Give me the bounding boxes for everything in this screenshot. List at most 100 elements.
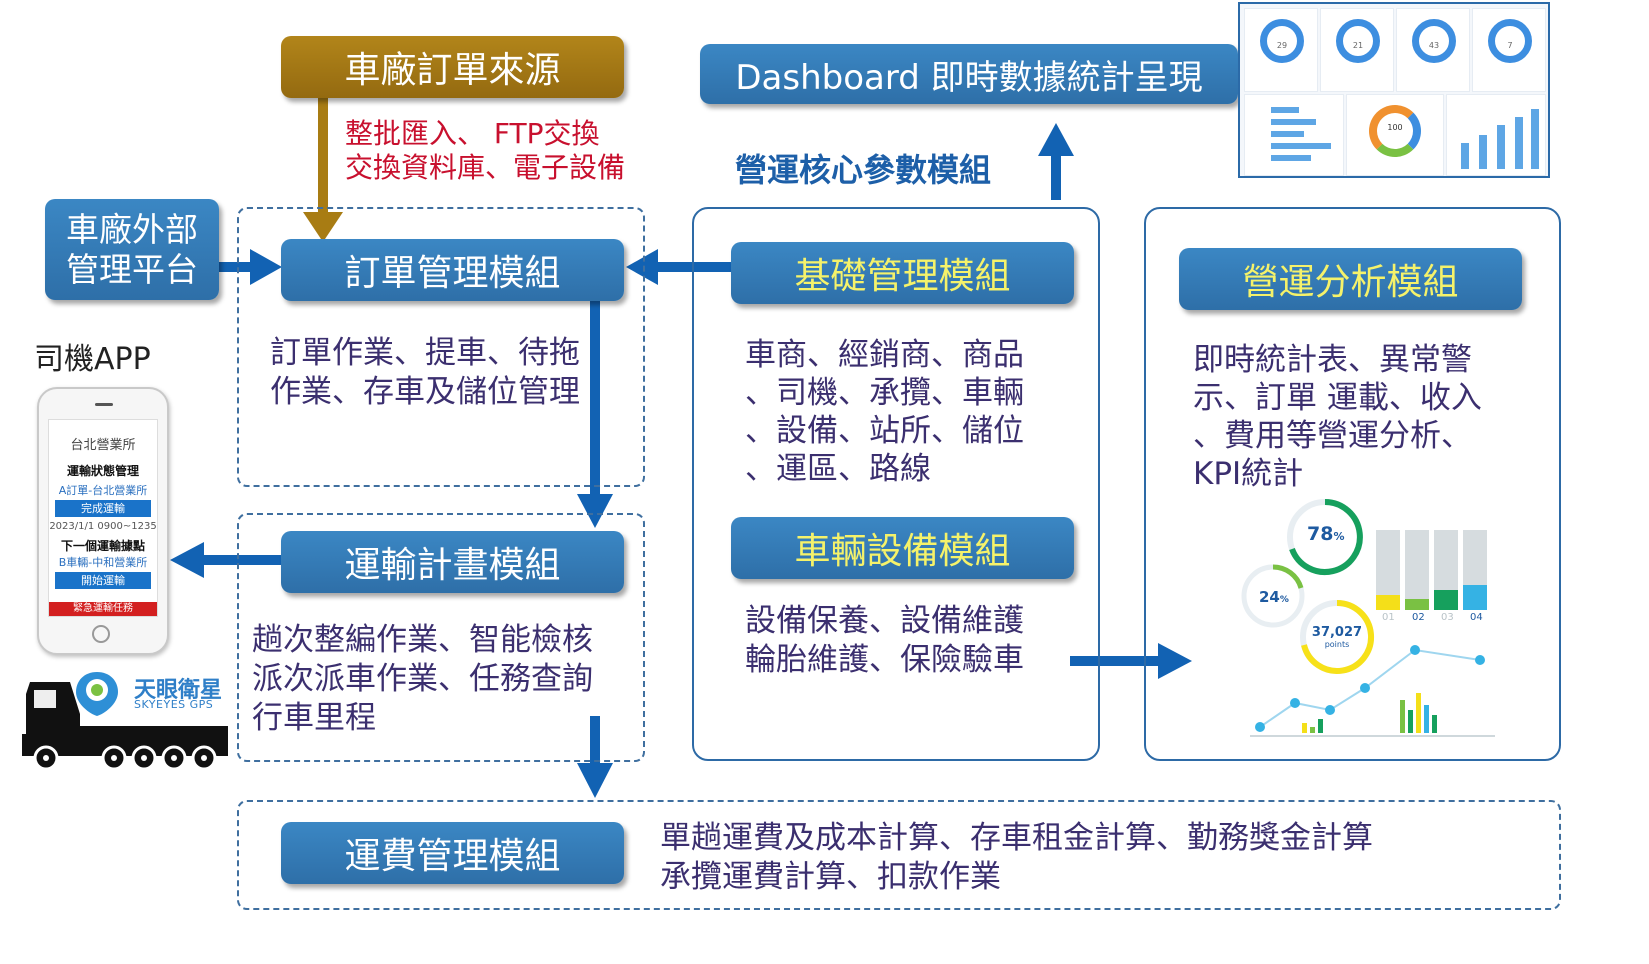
- analysis-module-desc-line: 即時統計表、異常警: [1193, 342, 1472, 378]
- dashboard-donut-icon: [1260, 19, 1304, 63]
- vehicle-module-desc-line: 輪胎維護、保險驗車: [745, 642, 1024, 678]
- transport-to-freight-arrow-shaft: [590, 716, 600, 766]
- dashboard-donut-icon: [1488, 19, 1532, 63]
- phone-speaker-icon: [95, 403, 113, 406]
- dashboard-title: Dashboard 即時數據統計呈現: [735, 57, 1203, 98]
- order-module-box: 訂單管理模組: [281, 239, 624, 301]
- logo-subtitle: SKYEYES GPS: [134, 698, 214, 711]
- basic-module-desc-line: 、運區、路線: [745, 451, 931, 487]
- order-source-note-line: 整批匯入、 FTP交換: [345, 117, 600, 150]
- order-module-frame: [237, 207, 645, 487]
- order-module-title: 訂單管理模組: [344, 253, 561, 294]
- phone-urgent-bar[interactable]: 緊急運輸任務: [49, 602, 157, 616]
- order-module-desc-line: 作業、存車及儲位管理: [270, 374, 580, 410]
- transport-module-title: 運輸計畫模組: [344, 545, 561, 586]
- basic-module-desc-line: 、設備、站所、儲位: [745, 413, 1024, 449]
- dashboard-donut-value: 43: [1428, 41, 1440, 50]
- phone-next-label: 下一個運輸據點: [60, 539, 145, 553]
- basic-to-order-arrow-shaft: [652, 262, 736, 272]
- freight-module-frame: [237, 800, 1561, 910]
- kpi-bar-label: 03: [1441, 612, 1454, 623]
- basic-module-box: 基礎管理模組: [731, 242, 1074, 304]
- vehicle-module-box: 車輛設備模組: [731, 517, 1074, 579]
- external-platform-line: 車廠外部: [66, 209, 198, 249]
- phone-complete-button[interactable]: 完成運輸: [55, 500, 151, 517]
- dashboard-donut-icon: [1412, 19, 1456, 63]
- freight-module-box: 運費管理模組: [281, 822, 624, 884]
- dashboard-hbar-card: [1244, 94, 1344, 176]
- kpi-78-value: 78%: [1307, 523, 1344, 545]
- transport-to-freight-arrowhead: [577, 763, 613, 798]
- phone-home-button-icon: [92, 625, 110, 643]
- kpi-illustration: [1241, 499, 1495, 737]
- kpi-bar-label: 04: [1470, 612, 1483, 623]
- phone-screen: 台北營業所 運輸狀態管理 A訂單-台北營業所 完成運輸 2023/1/1 090…: [48, 419, 158, 617]
- analysis-module-desc-line: 示、訂單 運載、收入: [1193, 380, 1482, 416]
- kpi-24-ring: [1272, 564, 1304, 589]
- external-to-order-arrowhead: [250, 249, 282, 285]
- external-platform-line: 管理平台: [66, 249, 198, 289]
- freight-module-title: 運費管理模組: [344, 836, 561, 877]
- source-to-order-arrowhead: [303, 212, 343, 242]
- core-parameters-frame: [692, 207, 1100, 761]
- vehicle-to-analysis-arrow-shaft: [1070, 656, 1165, 666]
- kpi-78-unit: %: [1333, 530, 1345, 543]
- order-source-box: 車廠訂單來源: [281, 36, 624, 98]
- vehicle-to-analysis-arrowhead: [1158, 643, 1192, 679]
- analysis-module-desc-line: 、費用等營運分析、: [1193, 418, 1472, 454]
- transport-to-app-arrow-shaft: [200, 555, 282, 565]
- dashboard-preview: 29 21 43 7 100: [1238, 2, 1550, 178]
- kpi-78-number: 78: [1307, 523, 1334, 545]
- logo-name: 天眼衛星: [134, 678, 223, 703]
- order-source-title: 車廠訂單來源: [344, 50, 561, 91]
- phone-time-range: 2023/1/1 0900~1235: [49, 521, 157, 532]
- phone-heading: 運輸狀態管理: [66, 464, 139, 478]
- kpi-bar-label: 02: [1412, 612, 1425, 623]
- transport-module-desc-line: 派次派車作業、任務查詢: [252, 661, 593, 697]
- kpi-bar-label: 01: [1382, 612, 1395, 623]
- phone-start-button[interactable]: 開始運輸: [55, 572, 151, 589]
- kpi-78-ring: [1289, 499, 1363, 575]
- core-to-dashboard-arrowhead: [1038, 123, 1074, 156]
- dashboard-donut-card: 21: [1320, 8, 1394, 92]
- truck-icon: [22, 682, 228, 771]
- phone-order-line: A訂單-台北營業所: [58, 484, 148, 497]
- order-source-note-line: 交換資料庫、電子設備: [345, 151, 626, 184]
- analysis-module-title: 營運分析模組: [1242, 262, 1459, 303]
- kpi-24-number: 24: [1259, 588, 1280, 606]
- transport-module-desc-line: 行車里程: [252, 700, 376, 736]
- kpi-points-value: 37,027: [1311, 625, 1363, 640]
- freight-module-desc-line: 單趟運費及成本計算、存車租金計算、勤務獎金計算: [660, 820, 1373, 856]
- order-to-transport-arrowhead: [577, 494, 613, 528]
- dashboard-box: Dashboard 即時數據統計呈現: [700, 44, 1238, 104]
- transport-module-desc-line: 趟次整編作業、智能檢核: [252, 622, 593, 658]
- dashboard-donut-value: 7: [1507, 41, 1513, 50]
- dashboard-column-card: [1446, 94, 1546, 176]
- dashboard-donut-icon: [1336, 19, 1380, 63]
- basic-module-desc: 車商、經銷商、商品 、司機、承攬、車輛 、設備、站所、儲位 、運區、路線: [745, 336, 1024, 488]
- dashboard-donut-value: 21: [1352, 41, 1364, 50]
- kpi-points-label: points: [1324, 640, 1350, 649]
- freight-module-desc-line: 承攬運費計算、扣款作業: [660, 859, 1001, 895]
- analysis-module-desc: 即時統計表、異常警 示、訂單 運載、收入 、費用等營運分析、 KPI統計: [1193, 341, 1482, 493]
- kpi-24-unit: %: [1279, 595, 1289, 605]
- phone-office-label: 台北營業所: [70, 438, 136, 453]
- transport-to-app-arrowhead: [170, 542, 204, 578]
- analysis-module-box: 營運分析模組: [1179, 248, 1522, 310]
- vehicle-module-title: 車輛設備模組: [794, 531, 1011, 572]
- order-module-desc: 訂單作業、提車、待拖 作業、存車及儲位管理: [270, 334, 580, 412]
- transport-module-frame: [237, 513, 645, 762]
- dashboard-ring-card: 100: [1346, 94, 1444, 176]
- phone-next-line: B車輛-中和營業所: [58, 556, 148, 569]
- order-source-notes: 整批匯入、 FTP交換 交換資料庫、電子設備: [345, 117, 625, 185]
- basic-module-desc-line: 、司機、承攬、車輛: [745, 375, 1024, 411]
- dashboard-ring-value: 100: [1387, 123, 1403, 132]
- freight-module-desc: 單趟運費及成本計算、存車租金計算、勤務獎金計算 承攬運費計算、扣款作業: [660, 819, 1373, 897]
- vehicle-module-desc: 設備保養、設備維護 輪胎維護、保險驗車: [745, 602, 1024, 680]
- external-platform-box: 車廠外部 管理平台: [45, 199, 219, 300]
- source-to-order-arrow-shaft: [318, 95, 328, 220]
- dashboard-donut-card: 29: [1244, 8, 1318, 92]
- vehicle-module-desc-line: 設備保養、設備維護: [745, 603, 1024, 639]
- basic-module-desc-line: 車商、經銷商、商品: [745, 337, 1024, 373]
